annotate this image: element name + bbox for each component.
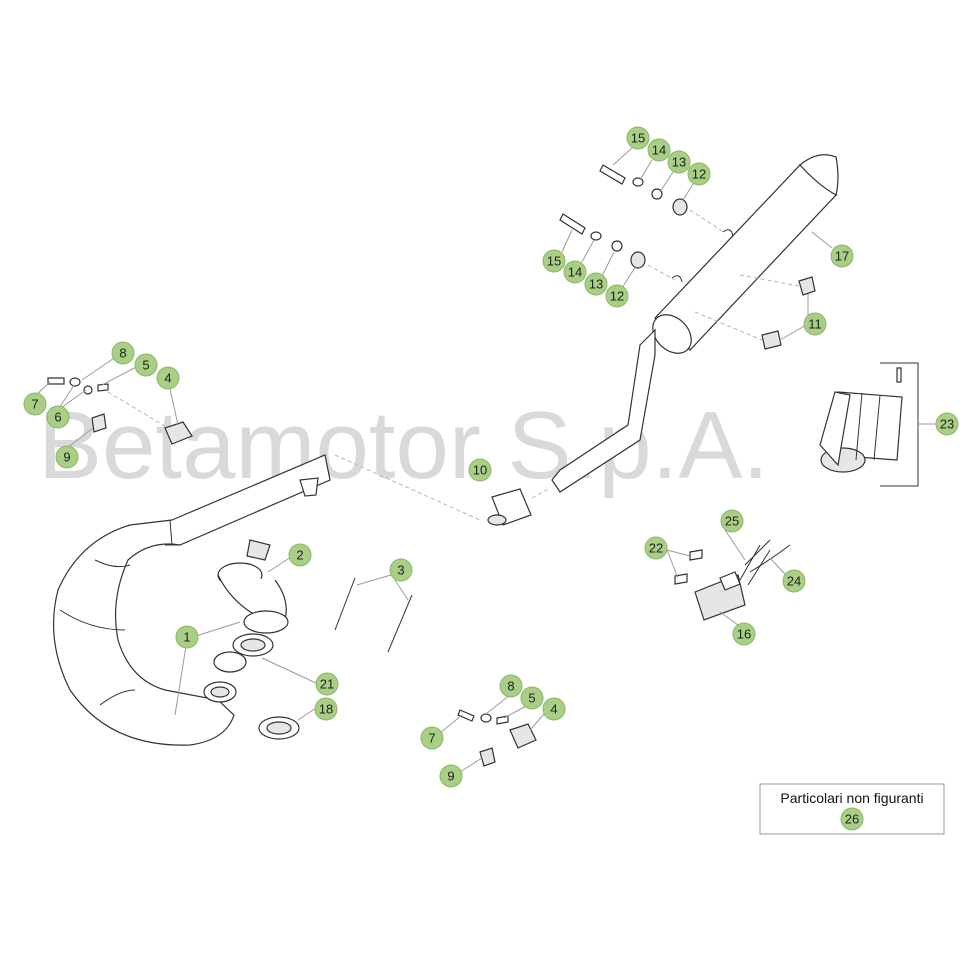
svg-text:5: 5	[142, 358, 149, 373]
svg-text:8: 8	[507, 679, 514, 694]
part-badge-17[interactable]: 17	[830, 244, 854, 268]
part-badge-24[interactable]: 24	[782, 569, 806, 593]
svg-text:24: 24	[787, 574, 801, 589]
flanges-drawing	[203, 539, 300, 740]
sleeve-drawing	[334, 454, 551, 526]
part-badge-25[interactable]: 25	[720, 509, 744, 533]
part-badge-10[interactable]: 10	[468, 458, 492, 482]
part-badge-15b[interactable]: 15	[542, 249, 566, 273]
svg-text:15: 15	[631, 131, 645, 146]
svg-text:11: 11	[808, 317, 822, 332]
part-badge-12b[interactable]: 12	[605, 284, 629, 308]
header-pipe-drawing	[52, 454, 331, 746]
svg-text:4: 4	[164, 371, 171, 386]
part-badge-2[interactable]: 2	[288, 543, 312, 567]
svg-text:13: 13	[672, 155, 686, 170]
svg-text:7: 7	[428, 731, 435, 746]
part-badge-5a[interactable]: 5	[134, 353, 158, 377]
svg-text:4: 4	[550, 702, 557, 717]
svg-text:2: 2	[296, 548, 303, 563]
svg-text:22: 22	[649, 541, 663, 556]
svg-text:12: 12	[610, 289, 624, 304]
part-badge-9a[interactable]: 9	[55, 445, 79, 469]
legend-box: Particolari non figuranti 26	[759, 783, 945, 835]
svg-text:10: 10	[473, 463, 487, 478]
part-badge-15a[interactable]: 15	[626, 126, 650, 150]
part-badge-4a[interactable]: 4	[156, 366, 180, 390]
part-badge-4b[interactable]: 4	[542, 697, 566, 721]
part-badge-8a[interactable]: 8	[111, 341, 135, 365]
part-badge-12a[interactable]: 12	[687, 162, 711, 186]
part-badge-13b[interactable]: 13	[584, 272, 608, 296]
svg-text:17: 17	[835, 249, 849, 264]
svg-text:15: 15	[547, 254, 561, 269]
part-badge-14b[interactable]: 14	[563, 260, 587, 284]
part-badge-18[interactable]: 18	[314, 697, 338, 721]
watermark: Betamotor S.p.A.	[38, 392, 769, 499]
svg-text:26: 26	[845, 812, 859, 827]
part-badge-21[interactable]: 21	[315, 672, 339, 696]
svg-text:12: 12	[692, 167, 706, 182]
part-badge-13a[interactable]: 13	[667, 150, 691, 174]
upper-bolt-set-drawing	[559, 164, 726, 281]
part-badge-1[interactable]: 1	[175, 625, 199, 649]
svg-text:23: 23	[940, 417, 954, 432]
svg-text:16: 16	[737, 627, 751, 642]
svg-text:6: 6	[54, 410, 61, 425]
part-badge-3[interactable]: 3	[389, 558, 413, 582]
svg-text:13: 13	[589, 277, 603, 292]
svg-text:9: 9	[63, 450, 70, 465]
lower-bracket-drawing	[457, 709, 537, 767]
svg-text:25: 25	[725, 514, 739, 529]
silencer-drawing	[551, 154, 839, 493]
part-badge-14a[interactable]: 14	[647, 138, 671, 162]
svg-text:18: 18	[319, 702, 333, 717]
part-badge-26[interactable]: 26	[840, 807, 864, 831]
svg-text:8: 8	[119, 346, 126, 361]
svg-text:7: 7	[31, 397, 38, 412]
part-badge-8b[interactable]: 8	[499, 674, 523, 698]
svg-text:9: 9	[447, 769, 454, 784]
leader-lines	[34, 147, 936, 773]
svg-text:21: 21	[320, 677, 334, 692]
svg-text:3: 3	[397, 563, 404, 578]
rubber-pads-drawing	[694, 274, 816, 350]
sensor-drawing	[674, 539, 791, 621]
part-badge-9b[interactable]: 9	[439, 764, 463, 788]
part-badge-7a[interactable]: 7	[23, 392, 47, 416]
svg-text:14: 14	[568, 265, 582, 280]
part-badge-5b[interactable]: 5	[520, 686, 544, 710]
left-bracket-drawing	[47, 377, 193, 445]
part-badge-11[interactable]: 11	[803, 312, 827, 336]
part-badge-23[interactable]: 23	[935, 412, 959, 436]
legend-text: Particolari non figuranti	[780, 790, 923, 806]
part-badge-22[interactable]: 22	[644, 536, 668, 560]
silencer-sleeve-drawing	[819, 362, 919, 487]
springs-drawing	[334, 577, 413, 653]
part-badge-6a[interactable]: 6	[46, 405, 70, 429]
svg-text:5: 5	[528, 691, 535, 706]
part-badges: 15 14 13 12 15 14 13 12 17 11 23 8 5 4 7…	[23, 126, 959, 788]
svg-text:14: 14	[652, 143, 666, 158]
part-badge-7b[interactable]: 7	[420, 726, 444, 750]
part-badge-16[interactable]: 16	[732, 622, 756, 646]
svg-text:1: 1	[183, 630, 190, 645]
